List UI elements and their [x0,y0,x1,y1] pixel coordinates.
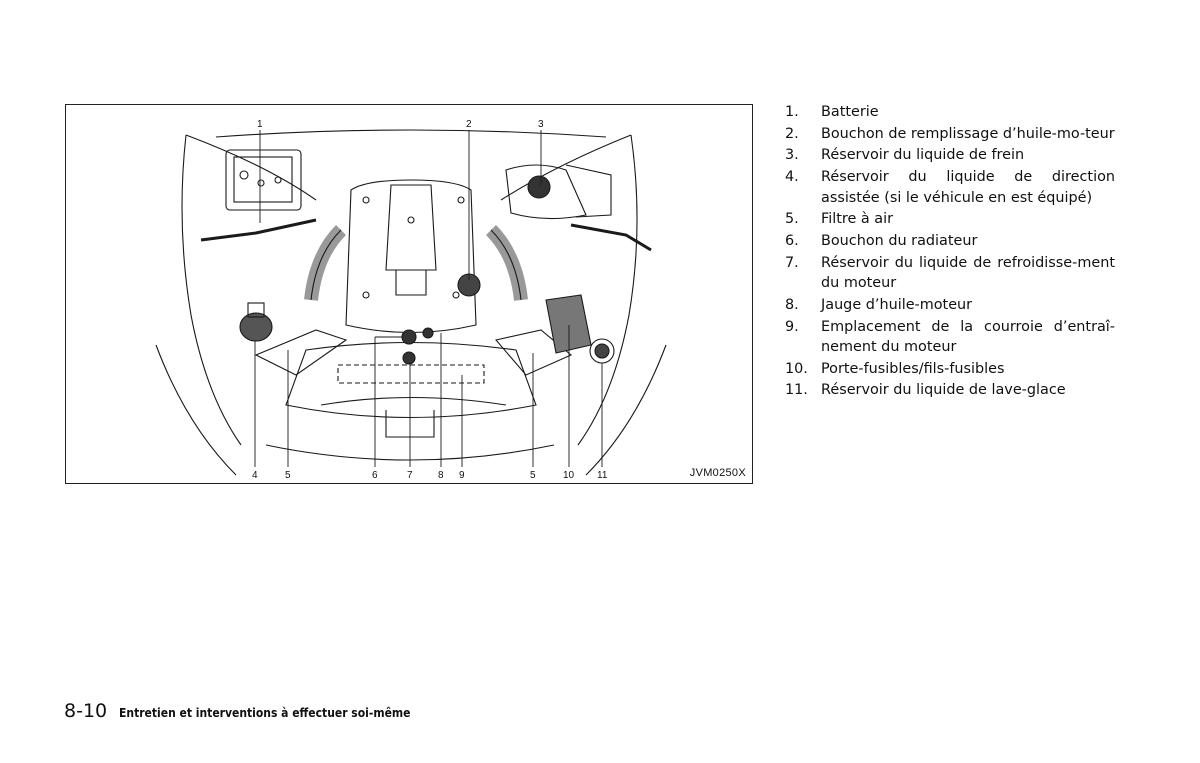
legend-number: 2. [785,125,799,142]
legend-item: 9. Emplacement de la courroie d’entraî-ne… [785,317,1115,358]
callout-bottom-10: 10 [563,470,575,481]
callout-bottom-5b: 5 [530,470,536,481]
callout-top-2: 2 [466,119,472,130]
legend-item: 11. Réservoir du liquide de lave-glace [785,380,1115,401]
legend-text: Réservoir du liquide de lave-glace [821,382,1066,399]
callout-bottom-6: 6 [372,470,378,481]
callout-top-1: 1 [257,119,263,130]
legend-text: Réservoir du liquide de frein [821,147,1025,164]
legend-item: 4. Réservoir du liquide de direction assi… [785,167,1115,208]
callout-bottom-4: 4 [252,470,258,481]
legend-item: 8. Jauge d’huile-moteur [785,295,1115,316]
legend-number: 8. [785,296,799,313]
callout-bottom-11: 11 [597,470,608,481]
legend-number: 4. [785,169,799,186]
section-title: Entretien et interventions à effectuer s… [119,706,411,720]
legend-number: 1. [785,104,799,120]
legend-text: Filtre à air [821,211,894,228]
legend-text: Porte-fusibles/fils-fusibles [821,360,1005,377]
legend-number: 11. [785,382,808,399]
figure-code: JVM0250X [689,467,746,479]
legend-item: 10. Porte-fusibles/fils-fusibles [785,359,1115,380]
page-footer: 8-10 Entretien et interventions à effect… [64,700,443,722]
legend-item: 6. Bouchon du radiateur [785,231,1115,252]
legend-item: 2. Bouchon de remplissage d’huile-mo-teur [785,124,1115,145]
callout-bottom-8: 8 [438,470,444,481]
engine-compartment-illustration: 1 2 3 4 5 6 7 8 9 5 10 11 [155,119,667,481]
legend-text: Réservoir du liquide de refroidisse-ment… [821,254,1115,292]
legend-item: 3. Réservoir du liquide de frein [785,145,1115,166]
legend-text: Jauge d’huile-moteur [821,296,973,313]
legend-number: 5. [785,211,799,228]
legend-number: 9. [785,318,799,335]
legend-number: 7. [785,254,799,271]
legend-text: Batterie [821,104,879,120]
legend-text: Emplacement de la courroie d’entraî-neme… [821,318,1115,356]
callout-bottom-9: 9 [459,470,465,481]
legend-number: 3. [785,147,799,164]
page-number: 8-10 [64,700,108,722]
legend-number: 6. [785,232,799,249]
legend-number: 10. [785,360,808,377]
legend-text: Bouchon de remplissage d’huile-mo-teur [821,125,1115,142]
legend-item: 7. Réservoir du liquide de refroidisse-me… [785,253,1115,294]
engine-compartment-figure: 1 2 3 4 5 6 7 8 9 5 10 11 JVM0250X [65,104,753,484]
callout-top-3: 3 [538,119,544,130]
callout-bottom-5a: 5 [285,470,291,481]
legend-text: Réservoir du liquide de direction assist… [821,169,1115,206]
legend-item: 1. Batterie [785,102,1115,123]
legend-item: 5. Filtre à air [785,209,1115,230]
callout-bottom-7: 7 [407,470,413,481]
legend-text: Bouchon du radiateur [821,232,978,249]
component-legend: 1. Batterie 2. Bouchon de remplissage d’hu… [785,102,1115,402]
